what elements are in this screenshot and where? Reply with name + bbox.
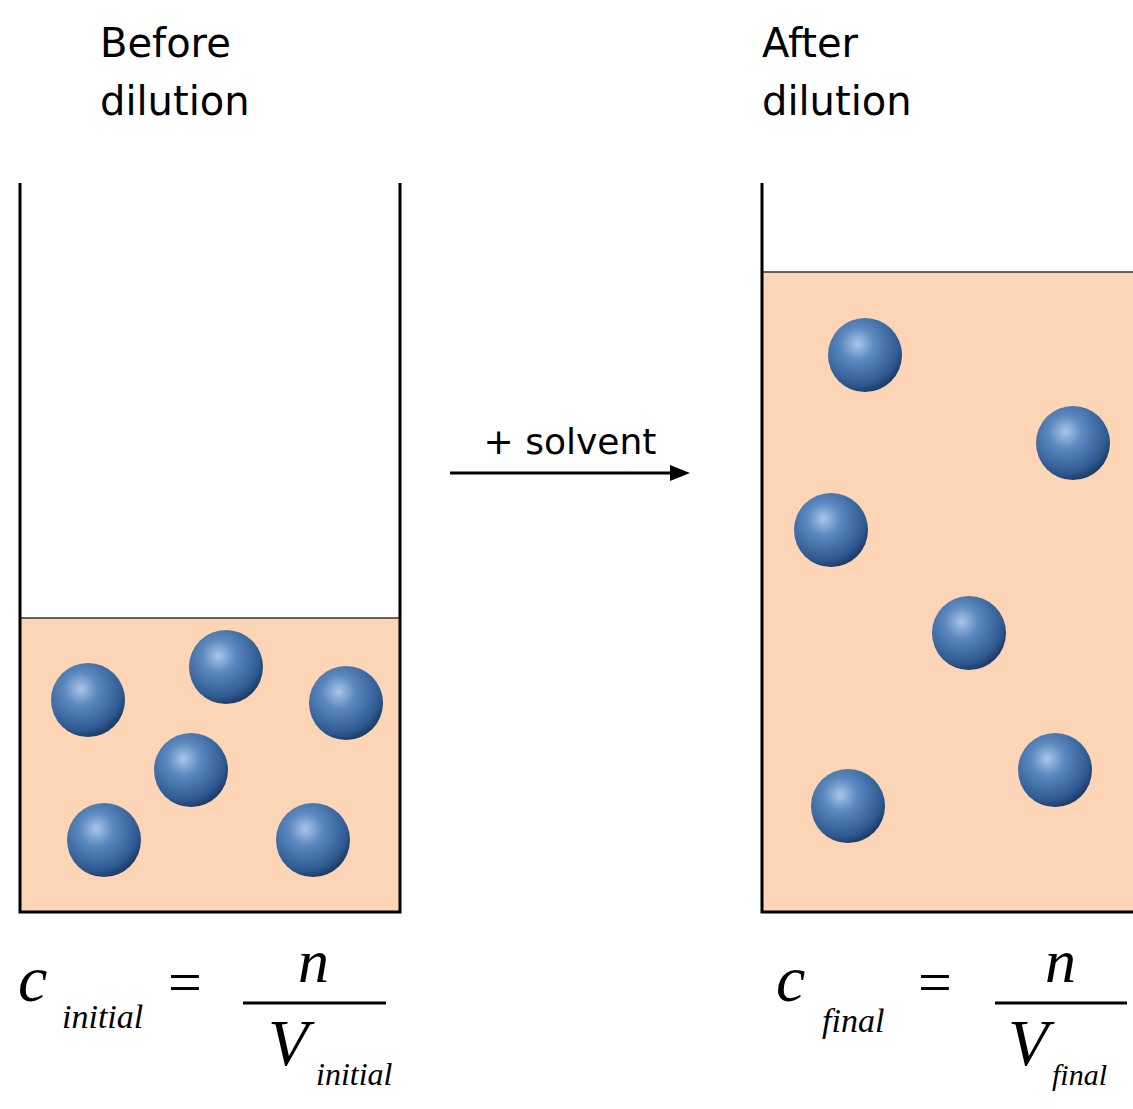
variable-symbol: V <box>1008 1010 1048 1076</box>
beaker <box>762 183 1133 912</box>
solute-particles <box>794 318 1110 843</box>
beaker <box>20 183 400 912</box>
beaker-heading: After dilution <box>762 14 962 130</box>
equals-sign: = <box>918 952 952 1012</box>
subscript: final <box>1052 1060 1107 1090</box>
variable-symbol: n <box>1045 930 1076 992</box>
subscript: initial <box>62 1000 143 1034</box>
subscript: initial <box>316 1058 392 1090</box>
subscript: final <box>822 1004 884 1038</box>
variable-symbol: c <box>776 946 805 1012</box>
beaker-node: After dilution <box>760 10 1133 914</box>
equals-sign: = <box>168 952 202 1012</box>
solution <box>20 618 400 912</box>
beaker-node: Before dilution <box>20 10 402 914</box>
variable-symbol: V <box>268 1010 308 1076</box>
solution <box>762 272 1133 912</box>
arrow-label: + solvent <box>484 420 657 463</box>
variable-symbol: n <box>298 930 329 992</box>
beaker-heading: Before dilution <box>100 14 300 130</box>
variable-symbol: c <box>18 946 47 1012</box>
solute-particles <box>51 630 383 877</box>
fraction-bar <box>243 1002 386 1005</box>
fraction-bar <box>995 1002 1127 1005</box>
process-arrow <box>450 465 690 481</box>
